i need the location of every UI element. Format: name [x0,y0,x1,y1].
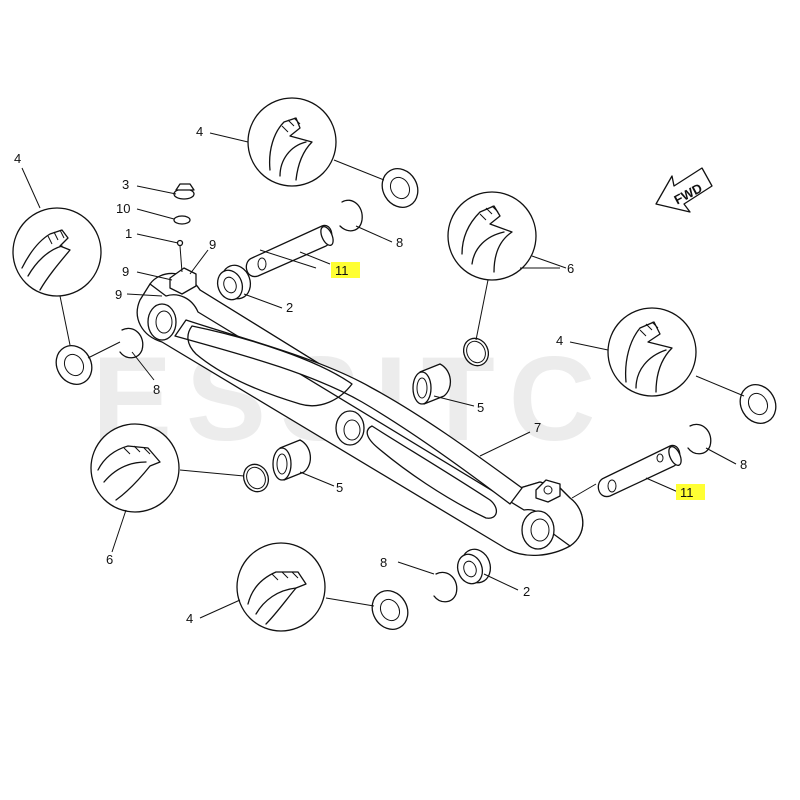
detail-circle-right [607,307,697,397]
callout-6-left: 6 [106,552,113,567]
callout-8-right: 8 [740,457,747,472]
detail-circle-left [12,207,102,297]
seal-top [381,168,419,208]
detail-circle-top [247,97,337,187]
callout-5-upper: 5 [477,400,484,415]
callout-8-left: 8 [153,382,160,397]
callout-4-left: 4 [14,151,21,166]
seal-right [739,384,777,424]
callout-10: 10 [116,201,130,216]
callout-9-c: 9 [115,287,122,302]
sleeve-lower [272,439,311,481]
callout-1: 1 [125,226,132,241]
snap-ring-right [687,423,712,455]
axle-beam [136,267,584,557]
snap-ring-top [339,199,363,232]
callout-9-b: 9 [122,264,129,279]
highlight-11-top [331,262,360,278]
callout-7: 7 [534,420,541,435]
bushing-top [216,264,252,301]
callout-2-top: 2 [286,300,293,315]
callout-4-right: 4 [556,333,563,348]
seal-bottom [371,590,409,630]
fwd-direction-badge: FWD [655,167,713,213]
detail-circle-right-top [447,191,537,281]
callout-labels: 4 3 10 1 9 9 9 4 8 11 2 6 8 5 4 7 8 11 5… [14,124,747,626]
callout-6-right: 6 [567,261,574,276]
o-ring-upper [462,337,490,367]
bushing-bottom [456,548,492,585]
callout-11-right: 11 [680,485,694,500]
callout-4-top: 4 [196,124,203,139]
pin-top [245,224,334,278]
detail-circle-bottom [236,542,326,632]
seal-left [55,345,93,385]
callout-9-a: 9 [209,237,216,252]
callout-5-lower: 5 [336,480,343,495]
callout-8-top: 8 [396,235,403,250]
detail-circle-left-lower [90,423,180,513]
highlight-11-right [676,484,705,500]
callout-11-top: 11 [335,263,349,278]
grease-fitting-stack [173,183,195,273]
sleeve-upper [412,363,451,405]
snap-ring-left [119,327,144,359]
callout-2-bottom: 2 [523,584,530,599]
callout-4-bottom: 4 [186,611,193,626]
callout-3: 3 [122,177,129,192]
o-ring-lower [242,463,270,493]
leader-lines [21,132,745,619]
snap-ring-bottom [433,571,458,603]
pin-right [597,444,682,498]
callout-8-bottom: 8 [380,555,387,570]
